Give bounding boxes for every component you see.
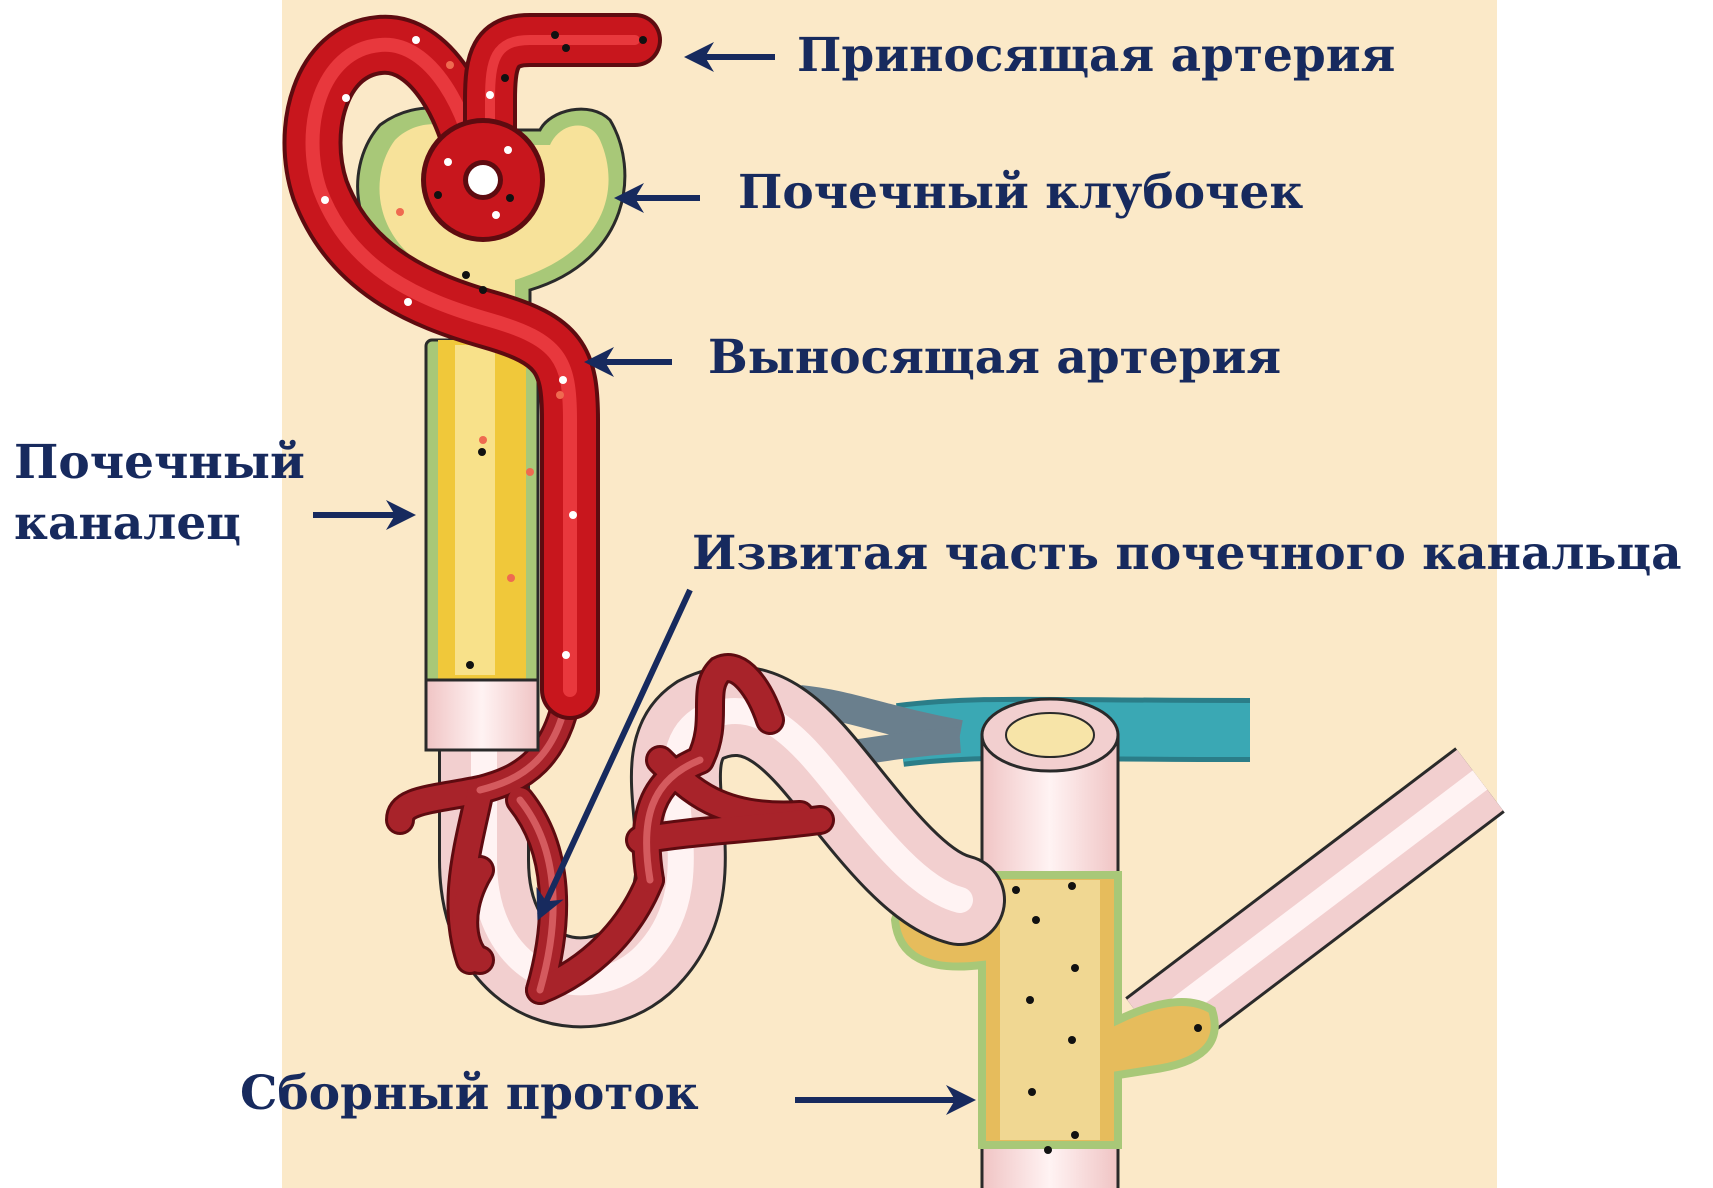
label-renal-tubule: Почечный каналец (14, 432, 305, 554)
label-afferent-artery: Приносящая артерия (797, 25, 1395, 86)
label-collecting-duct: Сборный проток (240, 1063, 699, 1124)
label-efferent-artery: Выносящая артерия (708, 327, 1281, 388)
label-renal-tubule-line1: Почечный (14, 432, 305, 493)
label-renal-tubule-line2: каналец (14, 493, 305, 554)
renal-tubule (426, 340, 538, 750)
label-glomerulus: Почечный клубочек (738, 162, 1303, 223)
label-convoluted-part: Извитая часть почечного канальца (692, 523, 1682, 584)
glomerulus-core (421, 118, 545, 242)
